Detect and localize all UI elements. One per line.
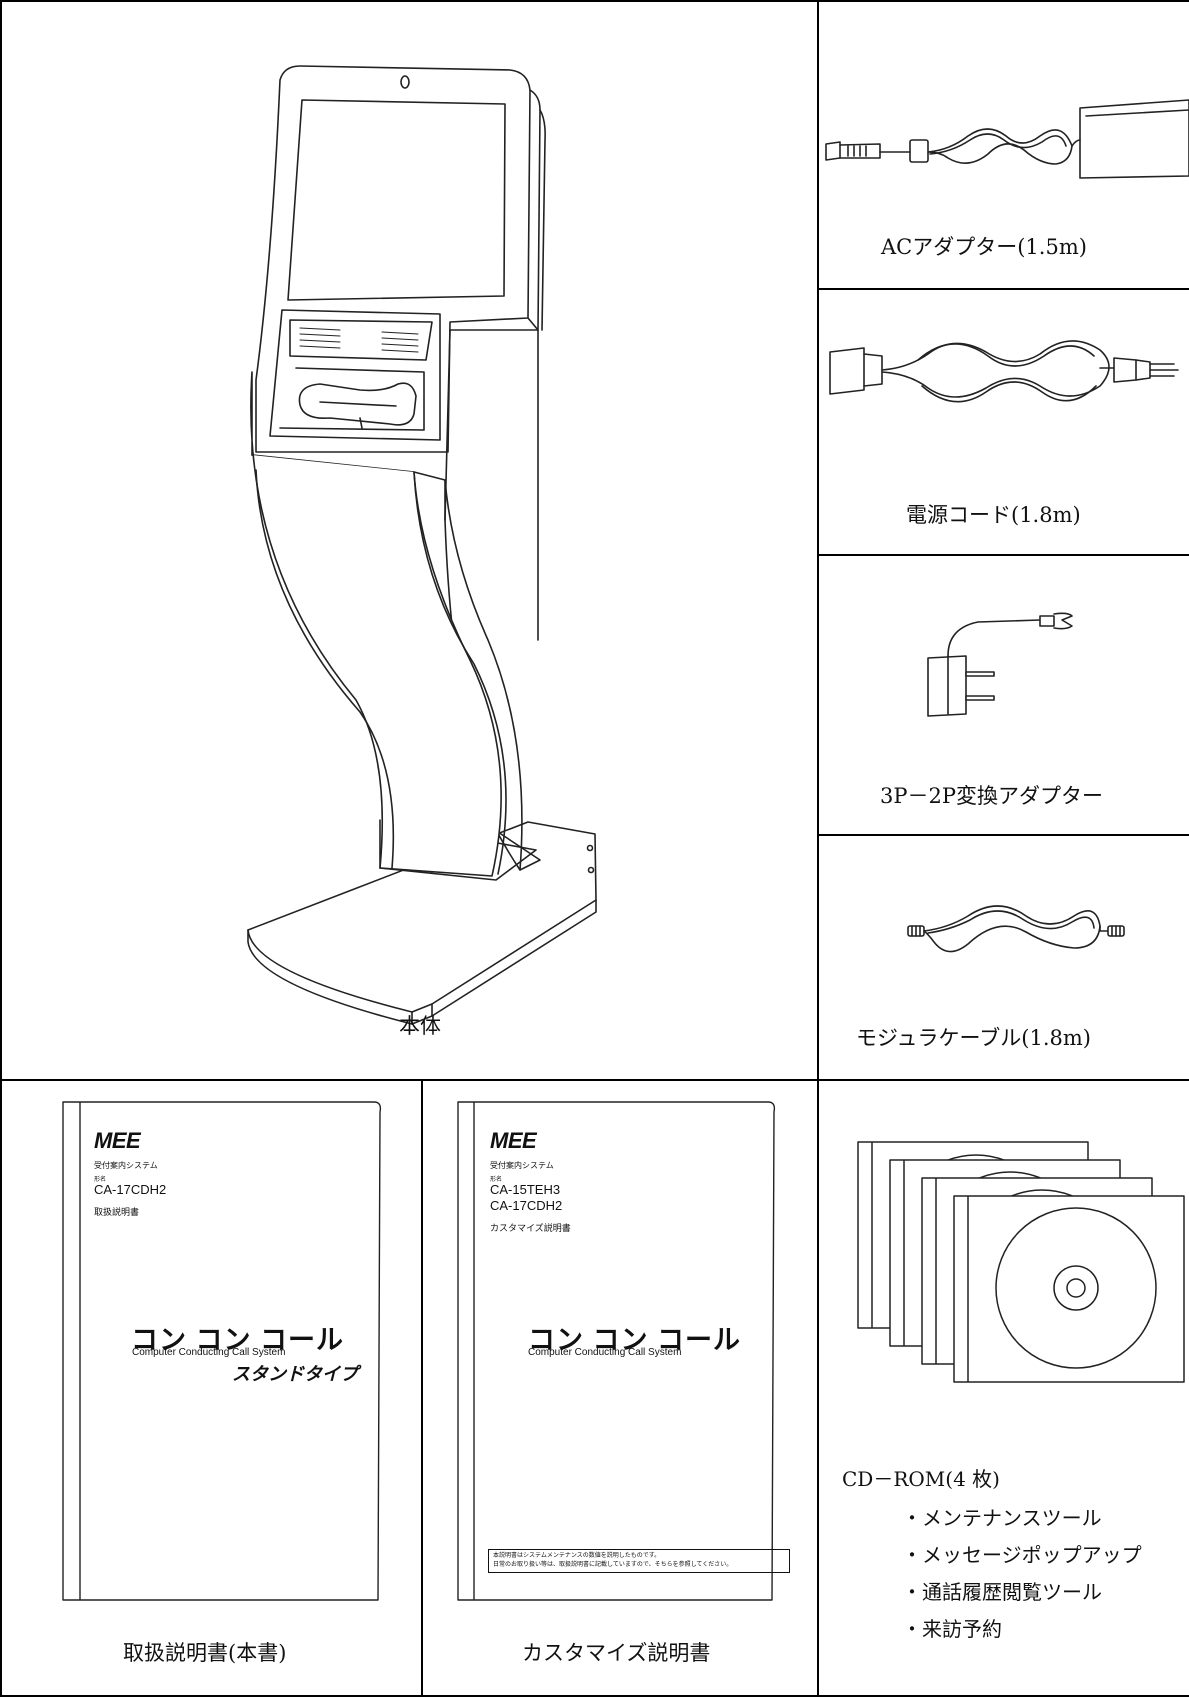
custom-model-2: CA-17CDH2	[490, 1198, 563, 1213]
caption-custom-manual: カスタマイズ説明書	[522, 1641, 711, 1665]
cdrom-drawing	[857, 1141, 1185, 1383]
divider-right-1	[818, 288, 1189, 290]
kiosk-drawing	[247, 65, 597, 1025]
custom-product-name: コン コン コール	[528, 1325, 742, 1355]
manual-system: 受付案内システム	[94, 1161, 158, 1170]
caption-cdrom: CD－ROM(4 枚)	[842, 1467, 1000, 1491]
ac-adapter-drawing	[825, 99, 1189, 179]
cdrom-item-call-history-tool: ・通話履歴閲覧ツール	[902, 1580, 1102, 1604]
manual-book-drawing	[62, 1101, 382, 1601]
custom-note-box: 本説明書はシステムメンテナンスの数値を説明したものです。 日常のお取り扱い等は、…	[488, 1549, 790, 1573]
border-bottom	[0, 1695, 1189, 1697]
custom-system: 受付案内システム	[490, 1161, 554, 1170]
caption-power-cord: 電源コード(1.8m)	[906, 503, 1081, 527]
manual-variant: スタンドタイプ	[232, 1364, 358, 1384]
custom-model-1: CA-15TEH3	[490, 1182, 561, 1197]
cdrom-item-maintenance-tool: ・メンテナンスツール	[902, 1506, 1102, 1530]
cdrom-item-visit-reservation: ・来訪予約	[902, 1617, 1002, 1641]
caption-ac-adapter: ACアダプター(1.5m)	[881, 235, 1087, 259]
manual-model: CA-17CDH2	[94, 1182, 167, 1197]
custom-doc-type: カスタマイズ説明書	[490, 1223, 571, 1233]
custom-manual-book-drawing	[457, 1101, 776, 1601]
caption-main-unit: 本体	[399, 1014, 441, 1038]
divider-right-2	[818, 554, 1189, 556]
border-top	[0, 0, 1189, 2]
divider-books	[421, 1080, 423, 1697]
power-cord-drawing	[829, 340, 1179, 403]
custom-english-name: Computer Conducting Call System	[528, 1347, 682, 1358]
divider-main-bottom	[0, 1079, 1189, 1081]
manual-english-name: Computer Conducting Call System	[132, 1347, 286, 1358]
manual-doc-type: 取扱説明書	[94, 1207, 140, 1217]
manual-brand: MEE	[94, 1128, 141, 1153]
manual-product-name: コン コン コール	[131, 1325, 345, 1355]
cdrom-item-message-popup: ・メッセージポップアップ	[902, 1543, 1142, 1567]
custom-brand: MEE	[490, 1128, 537, 1153]
cdrom-contents: CD－ROM(4 枚) ・メンテナンスツール ・メッセージポップアップ ・通話履…	[842, 1463, 1142, 1648]
divider-right-3	[818, 834, 1189, 836]
caption-modular-cable: モジュラケーブル(1.8m)	[856, 1026, 1091, 1050]
divider-main-vertical	[817, 0, 819, 1697]
border-left	[0, 0, 2, 1697]
manual-model-label: 形名	[94, 1177, 107, 1183]
caption-conversion-adapter: 3P－2P変換アダプター	[880, 784, 1103, 808]
conversion-adapter-drawing	[927, 612, 1073, 717]
modular-cable-drawing	[907, 905, 1125, 953]
custom-model-label: 形名	[490, 1177, 503, 1183]
caption-manual: 取扱説明書(本書)	[123, 1641, 287, 1665]
